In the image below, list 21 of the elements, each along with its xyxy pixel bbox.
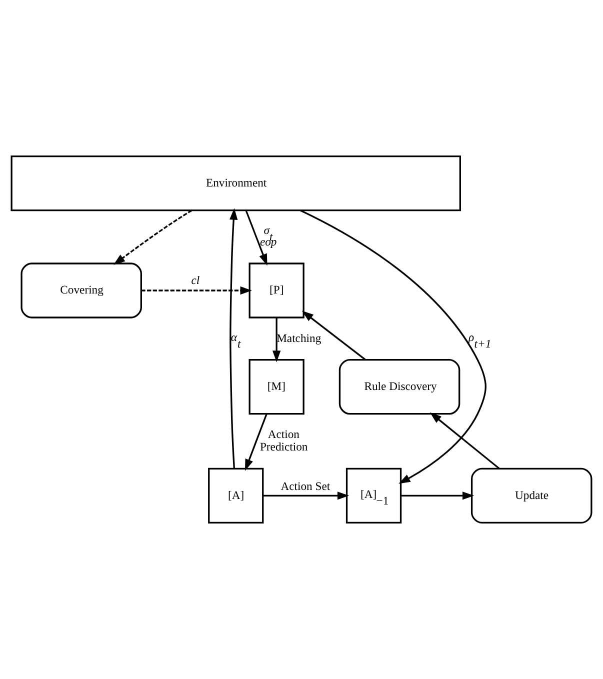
arrow: [430, 412, 500, 470]
arrow: [302, 310, 366, 360]
node-box: [P]: [248, 262, 304, 318]
node-box: Environment: [10, 156, 461, 212]
node-box: Covering: [20, 262, 142, 318]
arrow: [263, 492, 350, 500]
arrow: [113, 210, 192, 265]
arrow: [272, 318, 281, 362]
arrow: [230, 208, 238, 469]
edge-label: Action Prediction: [260, 428, 308, 454]
node-box: [A]: [208, 468, 264, 524]
node-box: Rule Discovery: [338, 359, 460, 415]
edge-label: cl: [191, 274, 200, 288]
arrow: [300, 210, 486, 484]
arrow: [244, 414, 268, 471]
node-box: Update: [470, 468, 592, 524]
node-box: [M]: [248, 359, 304, 415]
arrow: [141, 286, 252, 295]
edge-label: Action Set: [280, 480, 330, 494]
arrow: [245, 210, 268, 266]
arrow: [400, 492, 474, 500]
